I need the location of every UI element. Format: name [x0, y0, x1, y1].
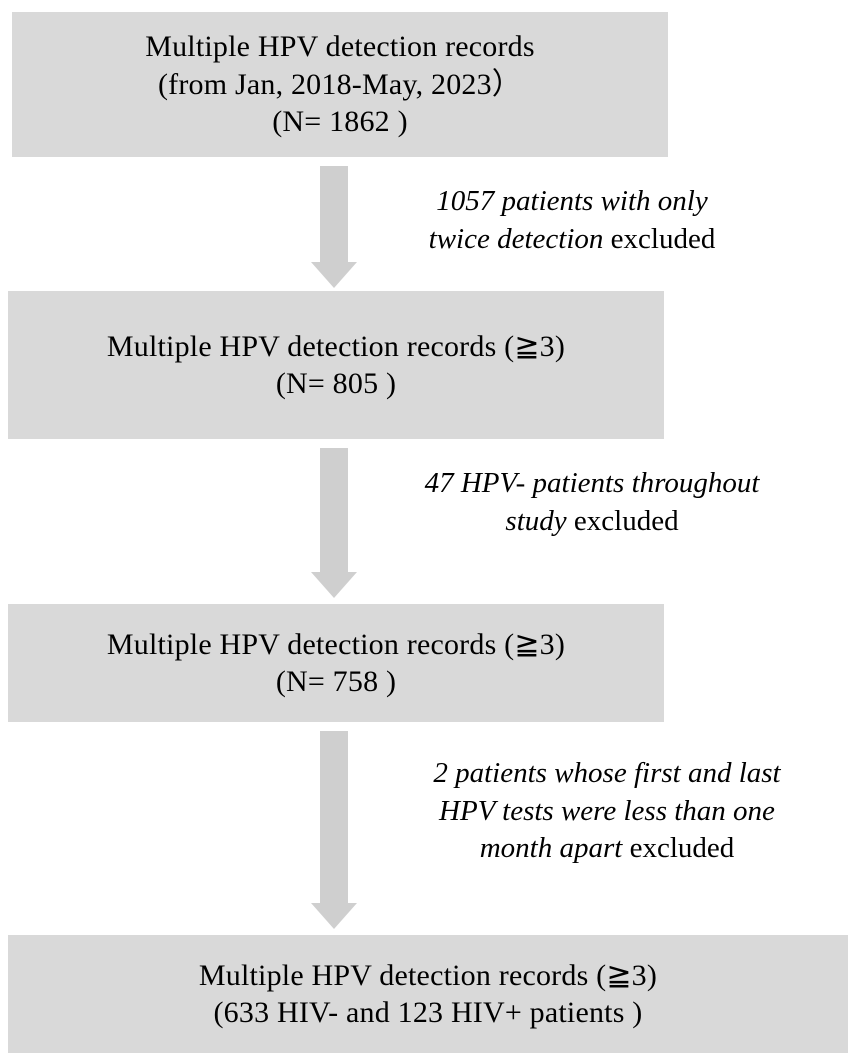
annot2-line-2-plain: excluded: [566, 504, 679, 537]
annot1-line-2-plain: excluded: [603, 222, 716, 255]
annot2-line-2: study excluded: [372, 503, 812, 541]
arrow-shaft: [320, 731, 348, 903]
box1-line-3: (N= 1862 ): [272, 105, 408, 139]
arrow-shaft: [320, 166, 348, 262]
annot3-line-3-italic: month apart: [479, 832, 623, 865]
annot3-line-3: month apart excluded: [372, 830, 842, 868]
annot1-line-2: twice detection excluded: [372, 221, 772, 259]
flow-box-records-hpv-positive: Multiple HPV detection records (≧3) (N= …: [8, 604, 664, 722]
box1-line-1: Multiple HPV detection records: [145, 30, 535, 64]
box4-line-2: (633 HIV- and 123 HIV+ patients ): [213, 996, 643, 1029]
flow-box-records-total: Multiple HPV detection records (from Jan…: [12, 12, 668, 157]
flow-box-final-cohort: Multiple HPV detection records (≧3) (633…: [8, 935, 848, 1053]
annot1-line-2-italic: twice detection: [428, 222, 604, 255]
annot2-line-1: 47 HPV- patients throughout: [424, 467, 760, 499]
box1-line-2: (from Jan, 2018-May, 2023）: [157, 67, 523, 101]
box2-line-1: Multiple HPV detection records (≧3): [106, 329, 566, 363]
flow-annotation-exclusion-3: 2 patients whose first and last HPV test…: [372, 755, 842, 868]
arrow-head: [311, 262, 357, 288]
flow-annotation-exclusion-1: 1057 patients with only twice detection …: [372, 183, 772, 258]
annot2-line-2-italic: study: [505, 504, 567, 537]
flow-box-records-three-plus: Multiple HPV detection records (≧3) (N= …: [8, 291, 664, 439]
arrow-shaft: [320, 448, 348, 572]
flow-arrow-3-icon: [311, 731, 357, 929]
annot3-line-1: 2 patients whose first and last: [433, 757, 781, 789]
arrow-head: [311, 903, 357, 929]
flow-arrow-1-icon: [311, 166, 357, 288]
flow-annotation-exclusion-2: 47 HPV- patients throughout study exclud…: [372, 465, 812, 540]
arrow-head: [311, 572, 357, 598]
annot3-line-3-plain: excluded: [622, 832, 735, 865]
box3-line-1: Multiple HPV detection records (≧3): [106, 627, 566, 661]
box3-line-2: (N= 758 ): [275, 665, 397, 698]
box2-line-2: (N= 805 ): [275, 367, 397, 400]
box4-line-1: Multiple HPV detection records (≧3): [198, 958, 658, 992]
annot1-line-1: 1057 patients with only: [436, 185, 708, 217]
flow-arrow-2-icon: [311, 448, 357, 598]
annot3-line-2: HPV tests were less than one: [439, 794, 775, 827]
